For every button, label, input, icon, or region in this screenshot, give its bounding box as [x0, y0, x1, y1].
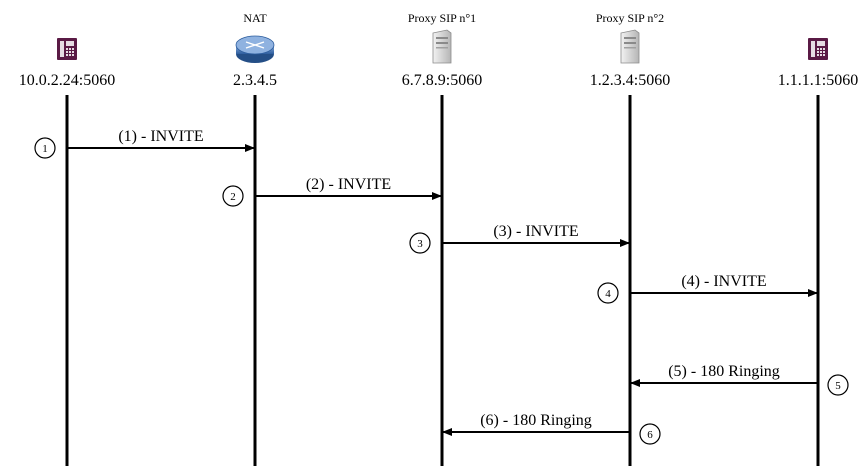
message-label: (4) - INVITE: [681, 273, 766, 290]
entity-address: 2.3.4.5: [233, 72, 277, 89]
message-label: (1) - INVITE: [118, 128, 203, 145]
entity-title: Proxy SIP n°2: [596, 11, 664, 25]
server-slot: [436, 37, 448, 39]
entity-address: 1.1.1.1:5060: [778, 72, 858, 89]
phone-key: [817, 48, 819, 50]
message-label: (3) - INVITE: [493, 223, 578, 240]
desk-phone-icon: [57, 38, 77, 60]
server-case: [432, 29, 452, 64]
step-number: 3: [417, 238, 423, 250]
lifelines: [65, 95, 820, 466]
phone-key: [69, 54, 71, 56]
phone-key: [823, 51, 825, 53]
phone-screen: [66, 41, 74, 46]
entity-title: Proxy SIP n°1: [408, 11, 476, 25]
step-number: 6: [647, 429, 653, 441]
step-number: 2: [230, 191, 236, 203]
phone-key: [820, 48, 822, 50]
message-3: (3) - INVITE 3: [409, 223, 630, 254]
step-circle: [222, 185, 244, 207]
step-number-badge: 5: [827, 374, 849, 396]
phone-handset: [60, 41, 64, 57]
phone-key: [72, 48, 74, 50]
message-label: (6) - 180 Ringing: [480, 412, 592, 429]
step-number-badge: 2: [222, 185, 244, 207]
router-icon: [235, 35, 275, 63]
server-icon: [432, 29, 452, 64]
server-slot: [436, 42, 448, 44]
message-4: (4) - INVITE 4: [597, 273, 818, 304]
message-2: (2) - INVITE 2: [222, 176, 442, 207]
phone-key: [72, 54, 74, 56]
phone-key: [66, 51, 68, 53]
step-circle: [409, 232, 431, 254]
message-1: (1) - INVITE 1: [34, 128, 255, 159]
entity-address: 1.2.3.4:5060: [590, 72, 670, 89]
step-circle: [597, 282, 619, 304]
step-circle: [639, 423, 661, 445]
step-number: 5: [835, 380, 841, 392]
entity-title: NAT: [243, 11, 267, 25]
step-number-badge: 1: [34, 137, 56, 159]
message-5: (5) - 180 Ringing 5: [630, 363, 849, 396]
server-slot: [436, 47, 448, 49]
phone-key: [66, 54, 68, 56]
server-slot: [624, 42, 636, 44]
phone-key: [69, 51, 71, 53]
phone-key: [72, 51, 74, 53]
server-case: [620, 29, 640, 64]
phone-key: [823, 54, 825, 56]
entity-address: 10.0.2.24:5060: [19, 72, 115, 89]
step-number-badge: 3: [409, 232, 431, 254]
server-slot: [624, 37, 636, 39]
phone-key: [823, 48, 825, 50]
desk-phone-icon: [808, 38, 828, 60]
phone-handset: [811, 41, 815, 57]
step-circle: [827, 374, 849, 396]
entity-address: 6.7.8.9:5060: [402, 72, 482, 89]
router-arrows: [245, 41, 265, 49]
entity-headers: 10.0.2.24:5060 NAT 2.3.4.5 Proxy SIP n°1 6.7…: [19, 11, 858, 89]
step-number-badge: 4: [597, 282, 619, 304]
phone-key: [820, 54, 822, 56]
phone-key: [66, 48, 68, 50]
step-number-badge: 6: [639, 423, 661, 445]
phone-key: [817, 54, 819, 56]
entity-icons: [57, 29, 828, 64]
phone-key: [820, 51, 822, 53]
step-number: 1: [42, 143, 48, 155]
phone-screen: [817, 41, 825, 46]
server-slot: [624, 47, 636, 49]
phone-key: [69, 48, 71, 50]
step-circle: [34, 137, 56, 159]
message-label: (5) - 180 Ringing: [668, 363, 780, 380]
server-icon: [620, 29, 640, 64]
message-6: (6) - 180 Ringing 6: [442, 412, 661, 445]
phone-key: [817, 51, 819, 53]
step-number: 4: [605, 288, 611, 300]
message-label: (2) - INVITE: [306, 176, 391, 193]
